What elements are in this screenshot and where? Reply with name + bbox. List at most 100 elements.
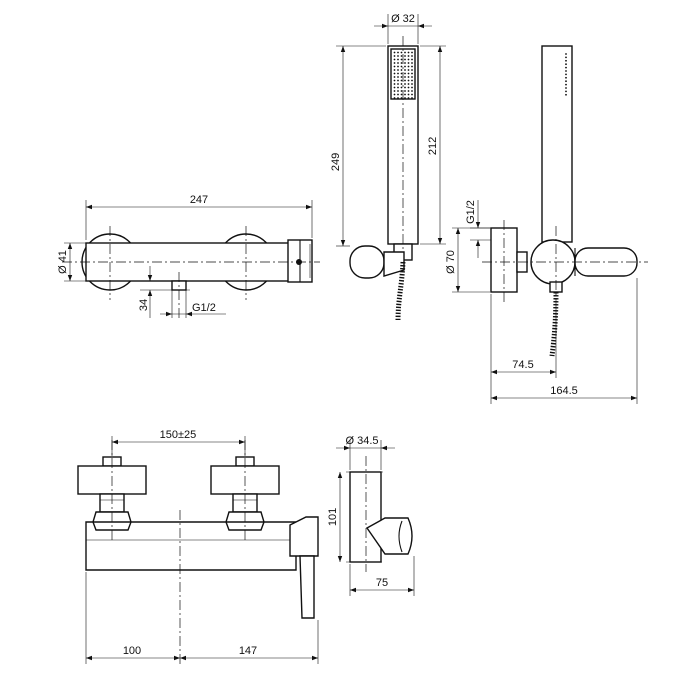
nozzle-dot (411, 69, 413, 71)
nozzle-dot (407, 93, 410, 96)
nozzle-dot (404, 90, 406, 92)
nozzle-dot (397, 69, 399, 71)
dim-side-thread: G1/2 (465, 200, 477, 224)
nozzle-dot (404, 69, 406, 71)
nozzle-dot (411, 72, 413, 75)
nozzle-dot (404, 97, 406, 99)
nozzle-dot (411, 97, 413, 99)
nozzle-dot (411, 90, 413, 92)
nozzle-dot (411, 58, 413, 61)
nozzle-dot (393, 90, 396, 92)
nozzle-dot (397, 62, 399, 64)
nozzle-dot (393, 69, 396, 71)
dim-holder-depth: 75 (376, 577, 388, 589)
holder-view: Ø 34.5 101 75 (327, 435, 415, 596)
nozzle-dot (404, 72, 406, 75)
nozzle-dot (393, 55, 396, 57)
nozzle-dot (407, 69, 410, 71)
dim-top-spout-thread: G1/2 (192, 302, 216, 314)
nozzle-dot (400, 93, 403, 96)
nozzle-dot (393, 62, 396, 64)
dim-side-depth-short: 74.5 (512, 359, 533, 371)
nozzle-dot (404, 51, 406, 54)
nozzle-dot (404, 86, 406, 89)
nozzle-dot (565, 70, 567, 72)
nozzle-dot (400, 83, 403, 85)
nozzle-dot (400, 65, 403, 68)
nozzle-dot (411, 86, 413, 89)
nozzle-dot (407, 55, 410, 57)
mixer-top-view: 247 Ø 41 34 G1/2 (57, 194, 320, 318)
nozzle-dot (411, 65, 413, 68)
nozzle-dot (407, 65, 410, 68)
nozzle-dot (397, 51, 399, 54)
nozzle-dot (397, 79, 399, 82)
nozzle-dot (565, 56, 567, 59)
nozzle-dot (565, 76, 567, 79)
hand-shower-view: Ø 32 249 212 (330, 13, 446, 321)
dim-front-centres: 150±25 (160, 429, 197, 441)
nozzle-dot (397, 83, 399, 85)
nozzle-dot (393, 83, 396, 85)
nozzle-dot (400, 76, 403, 78)
nozzle-dot (400, 55, 403, 57)
nozzle-dot (400, 90, 403, 92)
nozzle-dot (400, 62, 403, 64)
dim-side-depth-total: 164.5 (550, 385, 578, 397)
nozzle-dot (400, 51, 403, 54)
nozzle-dot (411, 83, 413, 85)
nozzle-dot (565, 80, 567, 83)
nozzle-dot (393, 79, 396, 82)
nozzle-dot (411, 62, 413, 64)
nozzle-dot (400, 72, 403, 75)
nozzle-dot (407, 72, 410, 75)
nozzle-dot (400, 97, 403, 99)
nozzle-dot (397, 97, 399, 99)
nozzle-dot (407, 62, 410, 64)
nozzle-dot (397, 90, 399, 92)
nozzle-dot (393, 58, 396, 61)
nozzle-dot (397, 72, 399, 75)
nozzle-dot (393, 65, 396, 68)
nozzle-dot (565, 90, 567, 93)
nozzle-dot (565, 73, 567, 76)
dim-front-right: 147 (239, 645, 257, 657)
dim-top-width: 247 (190, 194, 208, 206)
nozzle-dot (407, 97, 410, 99)
dim-side-rosette-diameter: Ø 70 (445, 250, 457, 274)
nozzle-dot (404, 79, 406, 82)
nozzle-dot (400, 58, 403, 61)
nozzle-dot (393, 72, 396, 75)
nozzle-dot (400, 86, 403, 89)
mixer-side-view: G1/2 Ø 70 74.5 164.5 (445, 45, 648, 404)
dim-hand-shower-head: 212 (427, 137, 439, 155)
nozzle-dot (397, 58, 399, 61)
nozzle-dot (400, 79, 403, 82)
nozzle-dot (411, 51, 413, 54)
dim-hand-shower-total: 249 (330, 153, 342, 171)
nozzle-dot (393, 97, 396, 99)
nozzle-dot (407, 90, 410, 92)
nozzle-dot (565, 66, 567, 69)
dim-holder-diameter: Ø 34.5 (345, 435, 378, 447)
nozzle-dot (565, 59, 567, 62)
nozzle-dot (397, 76, 399, 78)
nozzle-dot (404, 58, 406, 61)
nozzle-dot (393, 93, 396, 96)
dim-front-left: 100 (123, 645, 141, 657)
nozzle-dot (404, 62, 406, 64)
nozzle-dot (411, 76, 413, 78)
mixer-front-view: 150±25 100 147 (77, 429, 319, 664)
nozzle-dot (404, 65, 406, 68)
nozzle-dot (407, 58, 410, 61)
nozzle-dot (400, 69, 403, 71)
nozzle-dot (565, 63, 567, 66)
nozzle-dot (411, 55, 413, 57)
dim-top-spout-drop: 34 (138, 299, 150, 311)
nozzle-dot (407, 76, 410, 78)
nozzle-dot (407, 51, 410, 54)
nozzle-dot (397, 93, 399, 96)
nozzle-dot (565, 83, 567, 86)
nozzle-dot (407, 83, 410, 85)
nozzle-dot (397, 55, 399, 57)
